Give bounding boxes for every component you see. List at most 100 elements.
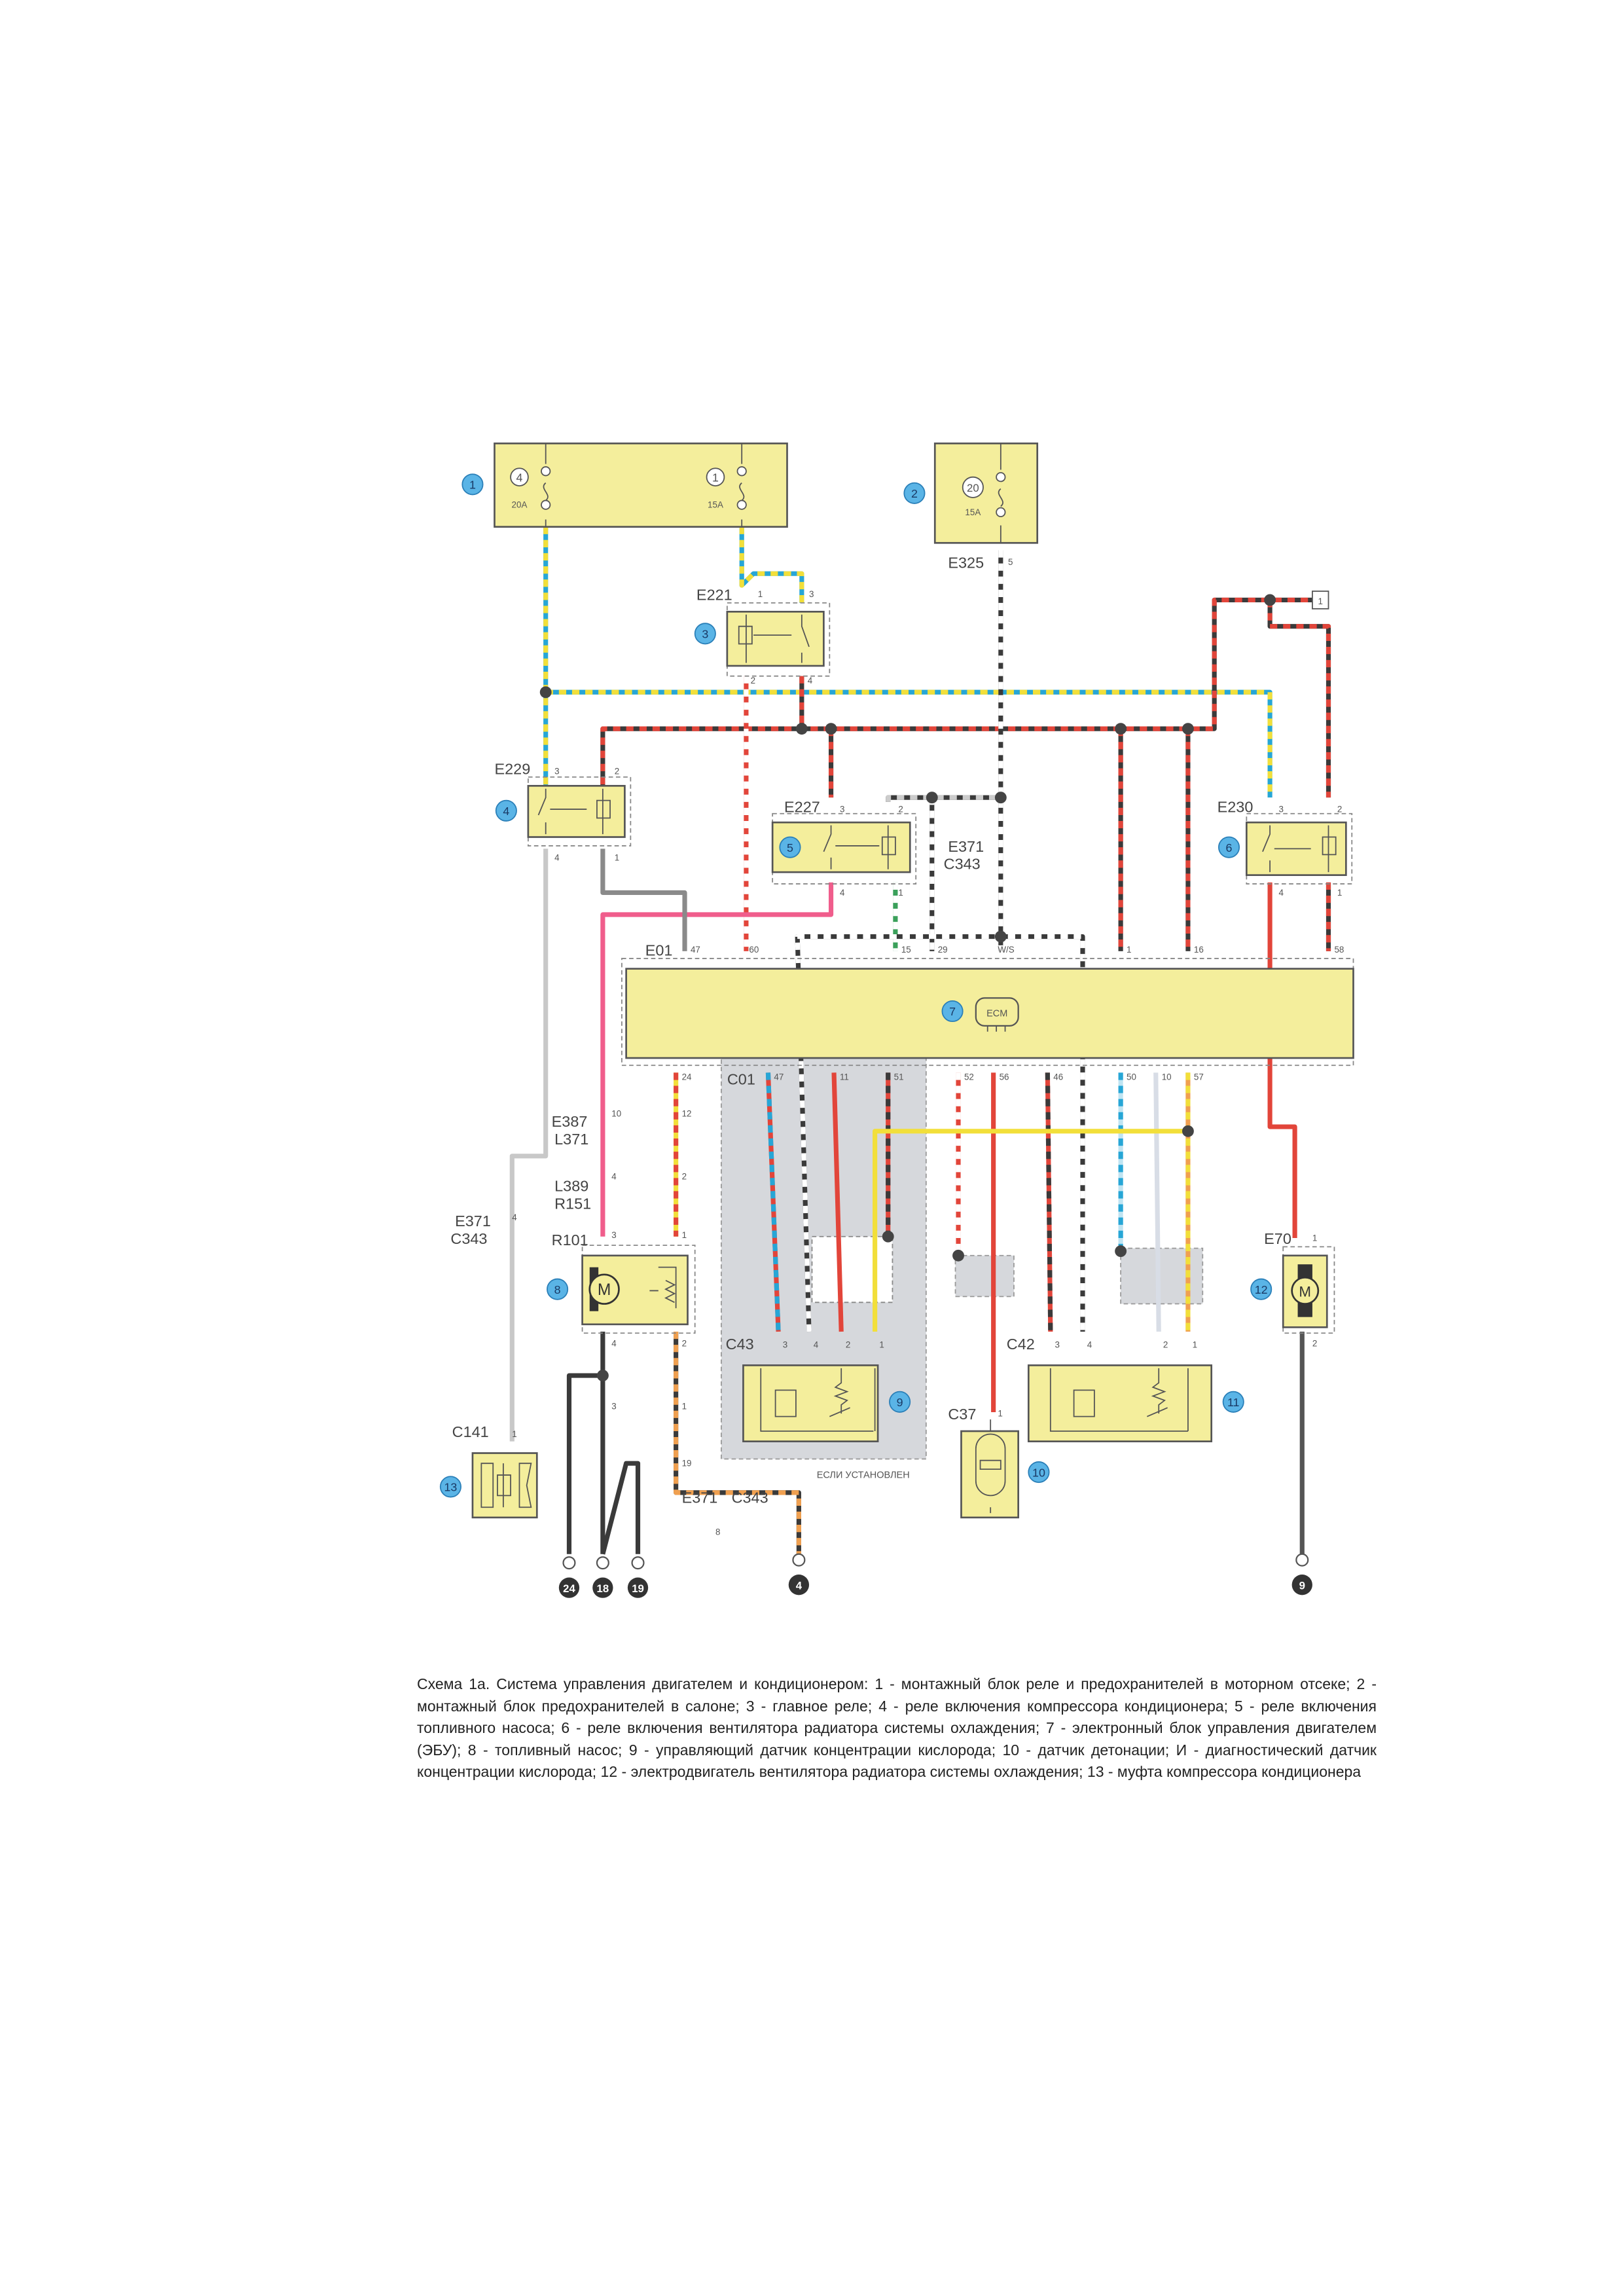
radiator-fan-relay (1245, 812, 1353, 884)
pin-label: 3 (554, 766, 559, 776)
splice-node (1115, 1245, 1127, 1258)
ground-24: 24 (558, 1556, 580, 1598)
pin-label: 1 (1127, 945, 1131, 955)
splice-node (952, 1249, 964, 1262)
svg-text:M: M (1299, 1283, 1311, 1300)
pin-label: 1 (1337, 888, 1342, 898)
badge-8: 8 (547, 1278, 569, 1300)
optional-inset (811, 1235, 893, 1303)
pin-label: 3 (611, 1230, 616, 1240)
wire (1267, 600, 1331, 798)
pin-label: 8 (715, 1527, 720, 1537)
knock-sensor (960, 1430, 1019, 1519)
reference-box (1312, 591, 1329, 610)
splice-box-52 (954, 1254, 1015, 1298)
splice-box-50 (1120, 1247, 1204, 1305)
pin-label: 1 (682, 1401, 687, 1411)
svg-text:20: 20 (967, 482, 979, 494)
pin-label: 4 (611, 1338, 617, 1348)
fuse-1: 1 15A (706, 443, 747, 527)
badge-9: 9 (889, 1391, 911, 1413)
connector-e01: E01 (645, 942, 673, 959)
pin-label: 1 (1193, 1340, 1197, 1350)
svg-text:3: 3 (702, 628, 708, 641)
ground-19: 19 (627, 1556, 649, 1598)
pin-label: 1 (879, 1340, 884, 1350)
pin-label: 3 (809, 589, 814, 599)
fan-motor-outline (1282, 1246, 1335, 1334)
wire (545, 689, 1272, 798)
svg-text:4: 4 (796, 1579, 803, 1592)
splice-node (1115, 723, 1127, 735)
pin-label: 4 (554, 852, 560, 862)
svg-text:4: 4 (516, 471, 522, 484)
splice-node (994, 792, 1007, 804)
splice-node (882, 1230, 894, 1243)
clutch-icon (480, 1463, 532, 1508)
figure-caption: Схема 1а. Система управления двигателем … (417, 1675, 1377, 1781)
pin-label: 58 (1334, 945, 1344, 955)
ground-9: 9 (1291, 1553, 1312, 1595)
pin-label: 60 (749, 945, 759, 955)
badge-6: 6 (1218, 836, 1240, 858)
svg-text:10: 10 (1032, 1466, 1045, 1479)
wire (1267, 882, 1297, 1238)
pin-label: 2 (846, 1340, 850, 1350)
pin-label: 50 (1127, 1072, 1136, 1082)
pin-label: 47 (691, 945, 700, 955)
connector-e70: E70 (1264, 1230, 1291, 1247)
wire (1153, 1072, 1161, 1332)
svg-text:24: 24 (563, 1582, 575, 1595)
connector-e230: E230 (1218, 799, 1254, 816)
pin-label: 1 (758, 589, 763, 599)
badge-1: 1 (461, 473, 484, 496)
pin-label: 52 (964, 1072, 974, 1082)
oxygen-sensor-11-icon (1049, 1368, 1189, 1432)
connector-e227: E227 (784, 799, 820, 816)
connector-c343-bottom: C343 (732, 1489, 768, 1506)
pin-label: 16 (1194, 945, 1204, 955)
pin-label: 4 (611, 1172, 617, 1182)
svg-text:11: 11 (1227, 1396, 1240, 1409)
wire (1045, 1072, 1053, 1332)
pin-label: 4 (808, 676, 813, 685)
pin-label: 3 (1279, 805, 1284, 814)
pin-label: 51 (894, 1072, 904, 1082)
engine-fuse-relay-box (494, 442, 788, 528)
connector-e371-bottom: E371 (682, 1489, 718, 1506)
connector-e325: E325 (948, 554, 984, 571)
svg-text:8: 8 (554, 1283, 561, 1296)
badge-10: 10 (1028, 1461, 1050, 1484)
badge-3: 3 (694, 623, 716, 645)
svg-text:2: 2 (911, 487, 918, 500)
connector-l371: L371 (554, 1131, 588, 1148)
pin-label: 2 (682, 1172, 687, 1182)
splice-node (596, 1370, 609, 1382)
pin-label: 2 (682, 1338, 687, 1348)
pin-label: 1 (512, 1429, 516, 1439)
pin-label: 56 (1000, 1072, 1009, 1082)
pin-label: W/S (998, 945, 1014, 955)
pin-label: 4 (512, 1212, 517, 1222)
svg-text:9: 9 (1299, 1579, 1305, 1592)
diagnostic-oxygen-sensor (1027, 1364, 1213, 1442)
fuel-pump-motor-icon: M (588, 1266, 677, 1311)
connector-c343-left: C343 (450, 1230, 487, 1247)
pin-label: 47 (774, 1072, 784, 1082)
fuel-pump-outline (581, 1245, 696, 1334)
pin-label: 2 (1312, 1338, 1317, 1348)
pin-label: 3 (840, 805, 844, 814)
pin-label: 3 (783, 1340, 787, 1350)
svg-text:6: 6 (1226, 841, 1233, 854)
wire (600, 848, 687, 951)
ground-4: 4 (788, 1553, 810, 1595)
pin-label: 24 (682, 1072, 692, 1082)
pin-label: 2 (1163, 1340, 1168, 1350)
connector-c01: C01 (727, 1070, 755, 1087)
svg-text:M: M (598, 1281, 611, 1299)
badge-12: 12 (1250, 1278, 1272, 1300)
connector-c42: C42 (1007, 1336, 1035, 1353)
splice-nodes (539, 594, 1276, 1382)
